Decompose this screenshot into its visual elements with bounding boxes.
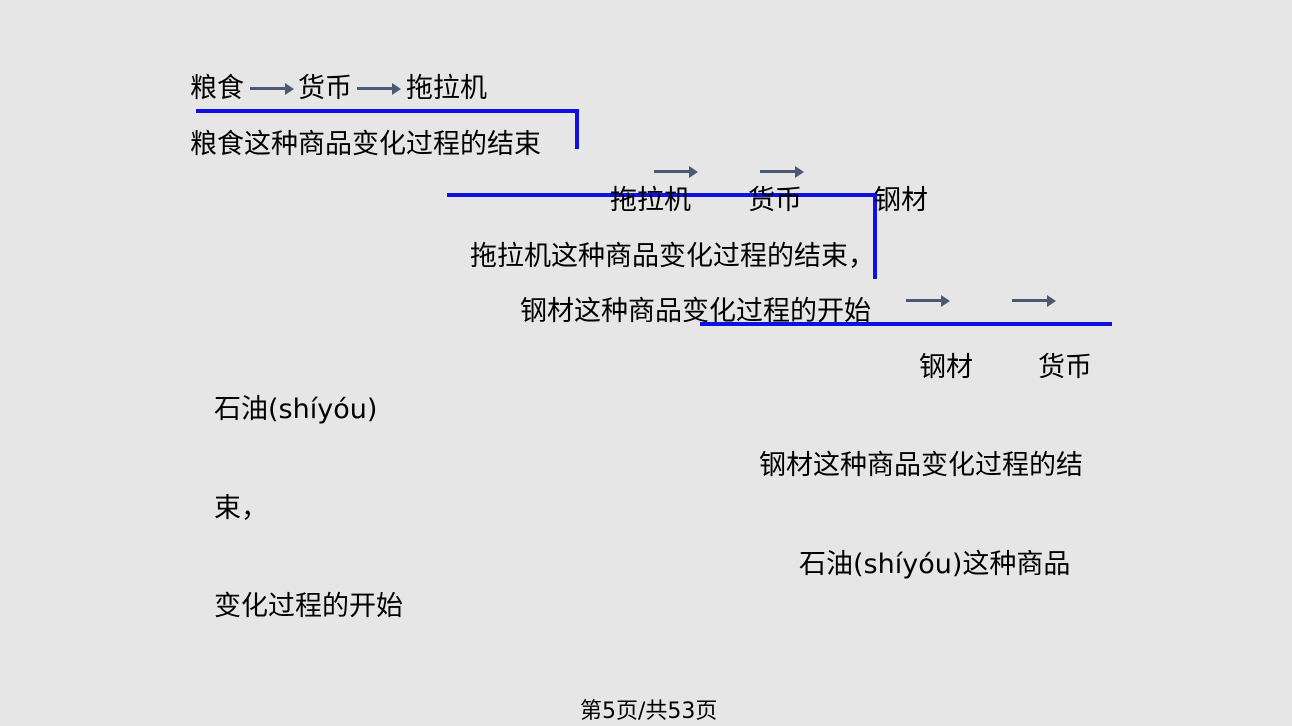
tractor-process-end-text: 拖拉机这种商品变化过程的结束， [470,241,875,272]
commodity-steel: 钢材 [874,185,928,216]
steel-process-end-text: 钢材这种商品变化过程的结 [759,450,1083,481]
commodity-oil: 石油(shíyóu) [214,394,378,425]
bracket-line-3-horizontal [700,322,1112,326]
bracket-line-2-horizontal [447,193,877,197]
commodity-tractor: 拖拉机 [406,73,487,104]
arrow-right-icon [760,165,804,178]
commodity-money-3: 货币 [1038,352,1092,383]
commodity-money-2: 货币 [748,185,802,216]
arrow-right-icon [357,82,401,95]
arrow-right-icon [1012,294,1056,307]
commodity-steel-2: 钢材 [919,352,973,383]
oil-process-start-text: 石油(shíyóu)这种商品 [799,549,1071,580]
arrow-right-icon [654,165,698,178]
oil-process-start-text-cont: 变化过程的开始 [214,591,403,622]
steel-process-start-text: 钢材这种商品变化过程的开始 [520,296,871,327]
commodity-grain: 粮食 [190,73,244,104]
steel-process-end-text-cont: 束， [214,493,268,524]
bracket-line-1-horizontal [196,109,578,113]
page-indicator: 第5页/共53页 [580,699,718,724]
commodity-money: 货币 [298,73,352,104]
bracket-line-1-vertical [575,109,579,149]
arrow-right-icon [906,294,950,307]
arrow-right-icon [250,82,294,95]
bracket-line-2-vertical [873,193,877,279]
commodity-tractor-2: 拖拉机 [610,185,691,216]
grain-process-end-text: 粮食这种商品变化过程的结束 [190,129,541,160]
